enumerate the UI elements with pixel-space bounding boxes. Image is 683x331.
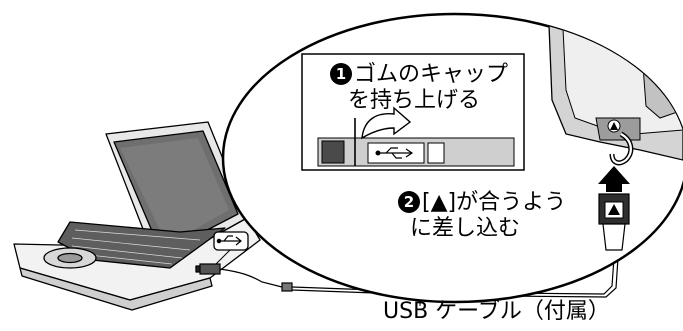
panel-triangle-icon — [610, 122, 618, 130]
lift-arrow-icon — [361, 106, 412, 140]
usb-icon — [375, 147, 414, 159]
arrow-up-icon — [598, 166, 630, 192]
usb-plug-zoomed — [598, 193, 630, 251]
laptop-usb-port-label — [213, 231, 249, 251]
step2-text-line2: に差し込む — [410, 216, 521, 241]
zoom-callout — [221, 12, 683, 304]
step1-number-badge: 1 — [330, 63, 352, 85]
step2-number-badge: 2 — [398, 191, 420, 213]
step1-text-line2: を持ち上げる — [348, 88, 481, 113]
triangle-mark-icon — [608, 204, 620, 215]
step1-text-line1: ゴムのキャップ — [354, 62, 509, 87]
usb-plug-laptop — [199, 263, 221, 275]
step2-text-line1: [▲]が合うよう — [422, 190, 567, 215]
usb-cable-label: USB ケーブル（付属） — [383, 299, 610, 324]
step2-callout: 2[▲]が合うよう に差し込む — [398, 190, 566, 242]
